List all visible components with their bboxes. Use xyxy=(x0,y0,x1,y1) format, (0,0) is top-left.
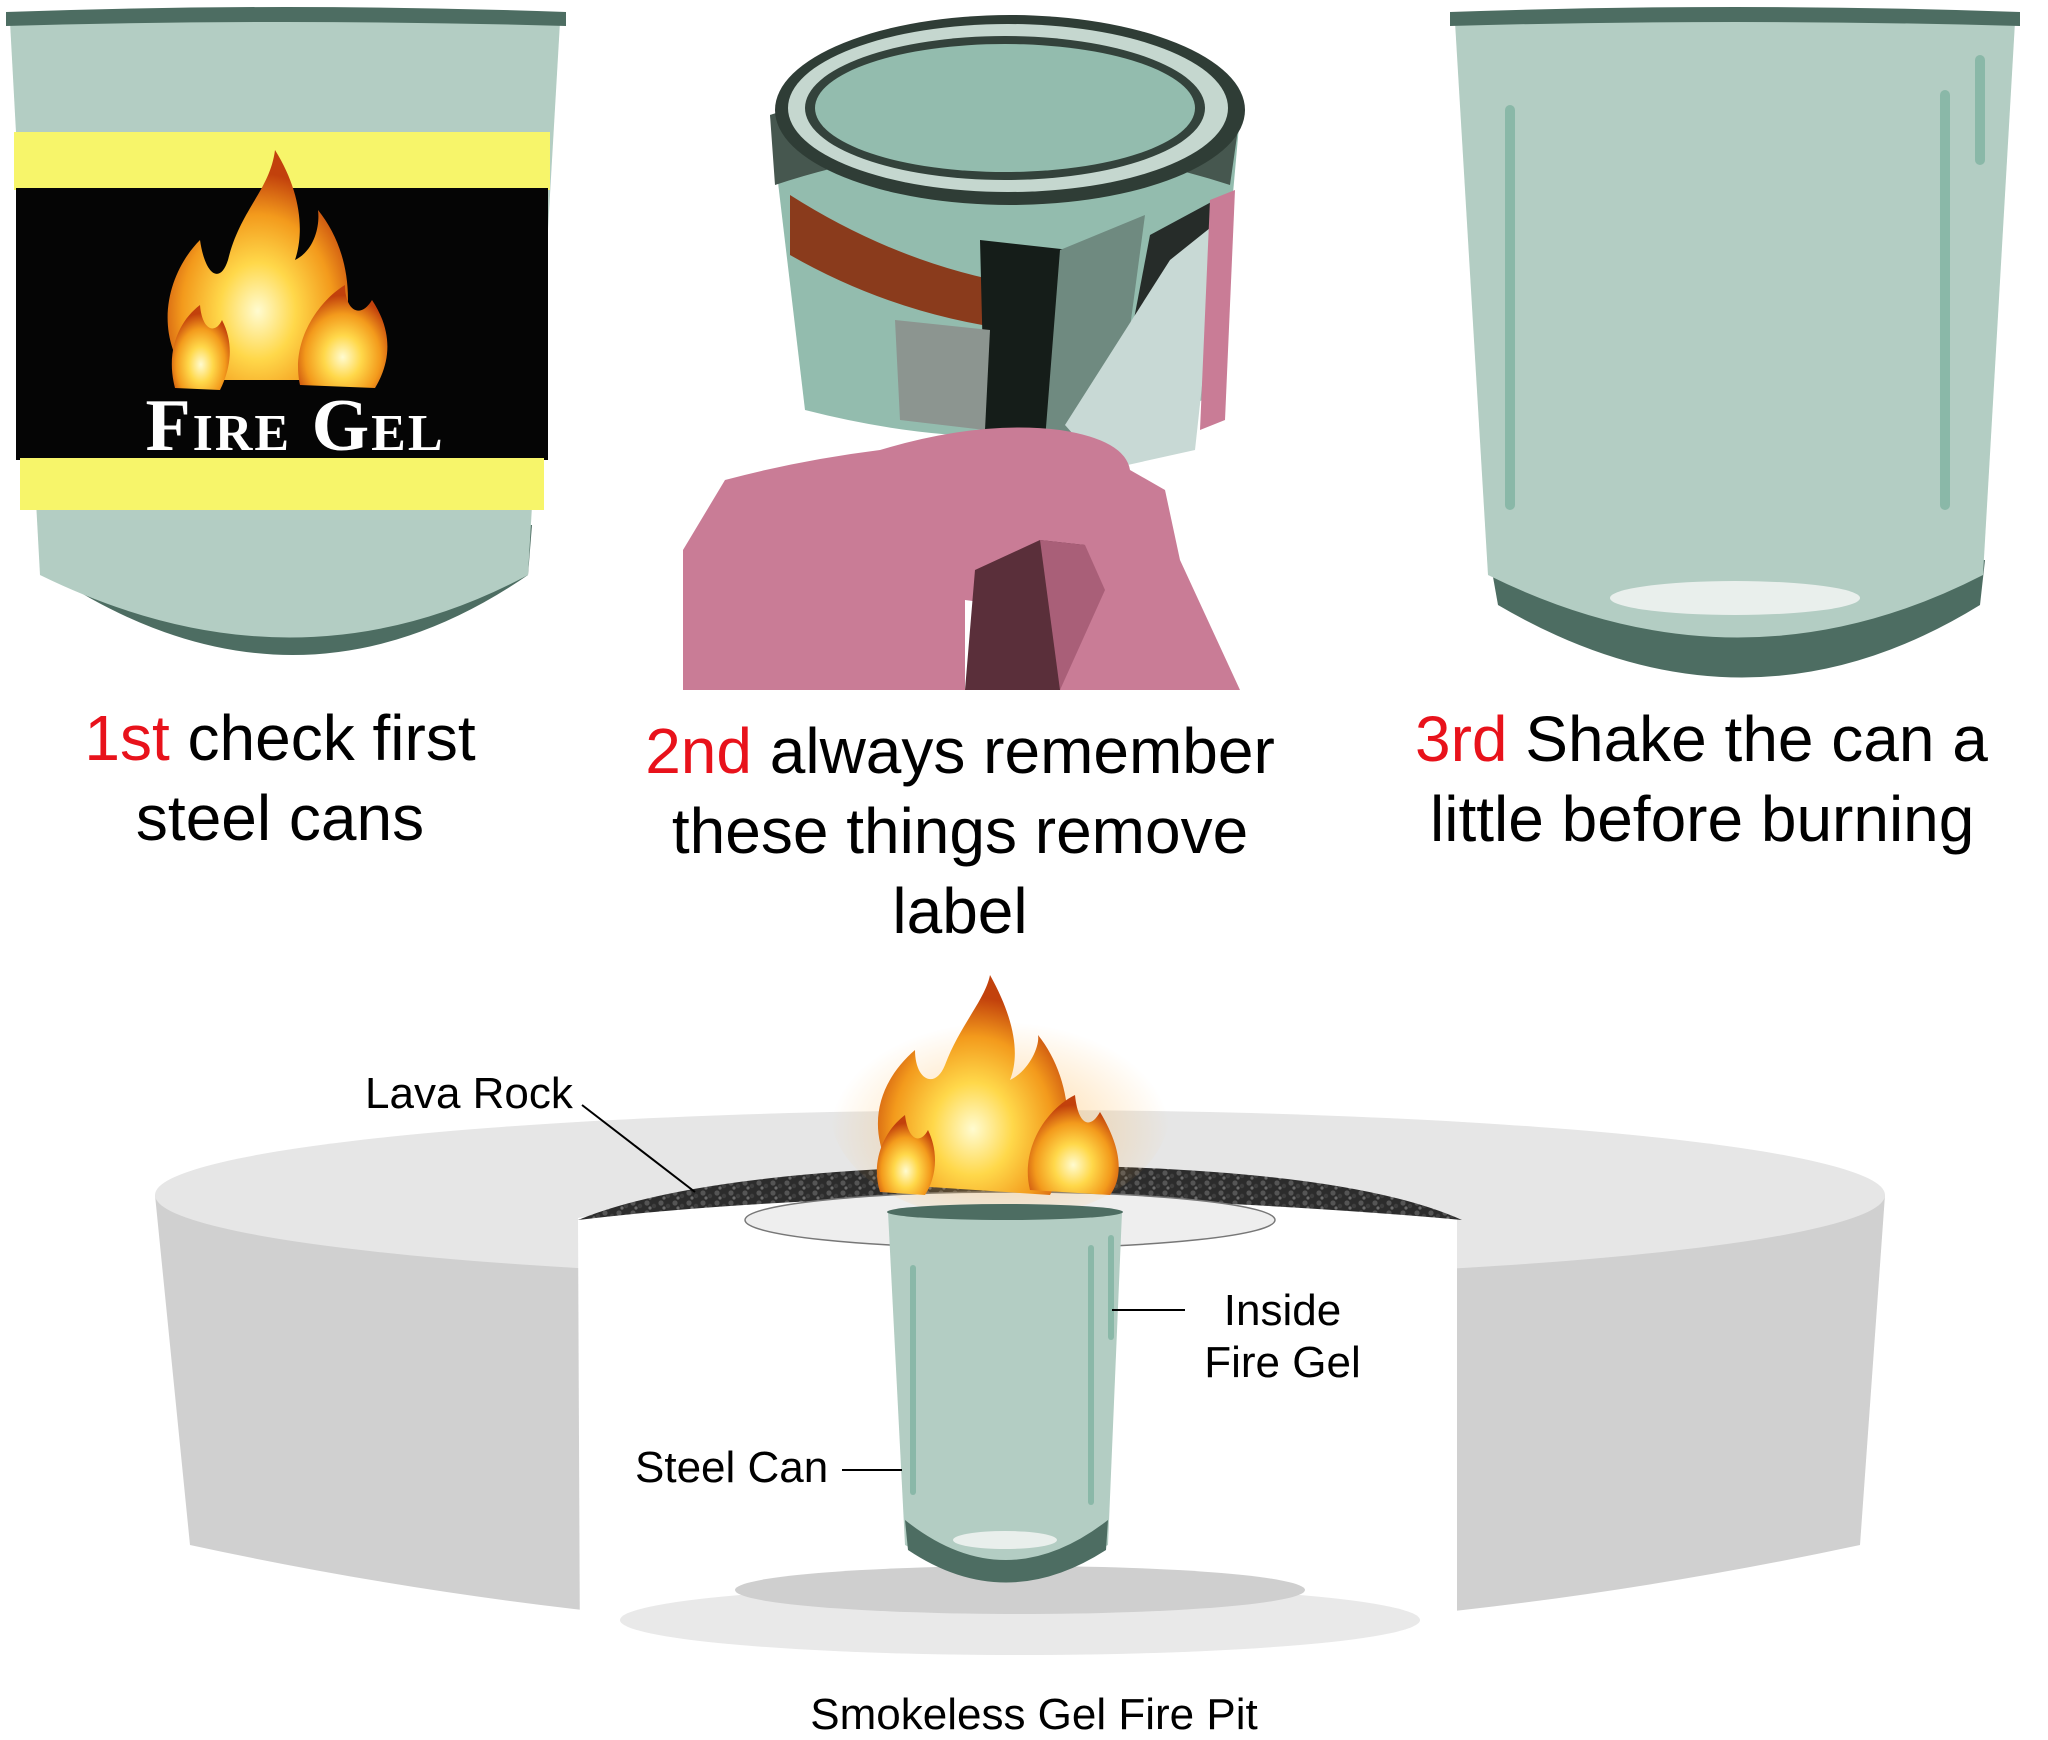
step1-caption: 1st check first steel cans xyxy=(30,698,530,858)
can-logo-text: Fire Gel xyxy=(145,385,444,467)
step1-number: 1st xyxy=(84,702,170,774)
inside-fire-gel-label: Inside Fire Gel xyxy=(1195,1285,1370,1389)
inside-fire-gel-line1: Inside xyxy=(1223,1286,1342,1335)
step2-text-line1: always remember xyxy=(751,715,1275,787)
flame-icon xyxy=(876,975,1119,1195)
flame-icon xyxy=(167,150,388,390)
fire-pit-caption: Smokeless Gel Fire Pit xyxy=(810,1690,1258,1739)
step2-text-line3: label xyxy=(892,875,1028,947)
step3-text-line2: little before burning xyxy=(1430,783,1975,855)
empty-steel-can-icon xyxy=(1450,7,2020,678)
step1-text-line2: steel cans xyxy=(135,782,425,854)
step1-text-line1: check first xyxy=(169,702,476,774)
step2-caption: 2nd always remember these things remove … xyxy=(560,711,1360,951)
steel-can-label: Steel Can xyxy=(635,1443,829,1492)
step2-text-line2: these things remove xyxy=(671,795,1249,867)
step3-number: 3rd xyxy=(1415,703,1508,775)
inside-fire-gel-line2: Fire Gel xyxy=(1204,1338,1361,1387)
fire-gel-can-icon: Fire Gel xyxy=(6,7,566,655)
fire-pit-illustration xyxy=(155,975,1885,1682)
step3-text-line1: Shake the can a xyxy=(1507,703,1988,775)
lava-rock-label: Lava Rock xyxy=(365,1069,573,1118)
label-removal-hand-icon xyxy=(683,15,1245,690)
step3-caption: 3rd Shake the can a little before burnin… xyxy=(1395,699,2048,859)
step2-number: 2nd xyxy=(645,715,752,787)
lava-rock-leader-line xyxy=(581,1104,696,1193)
